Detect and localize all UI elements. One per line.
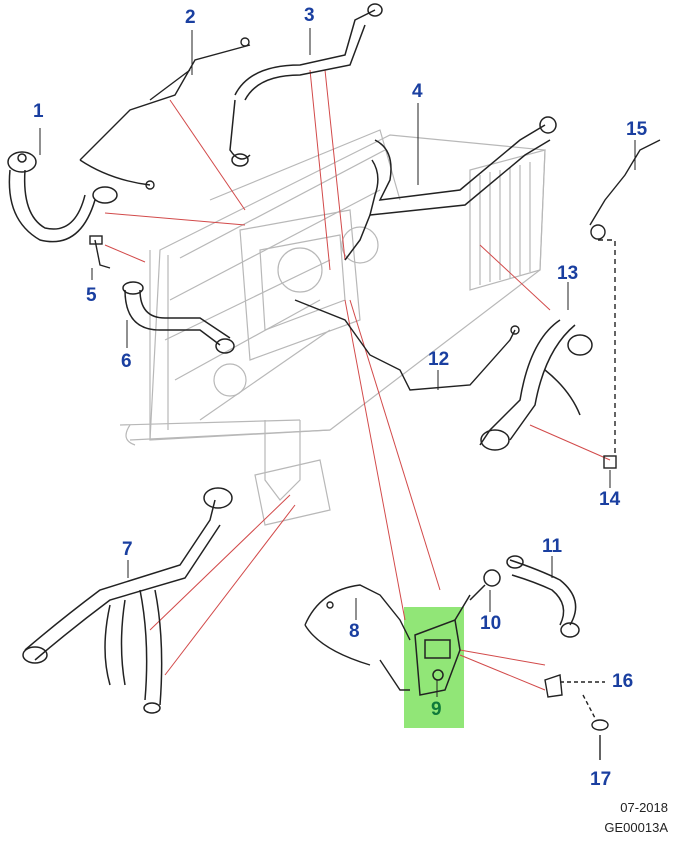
part-9-valve-housing: [414, 594, 471, 696]
part-4-hose: [344, 116, 557, 261]
part-12-tube: [294, 299, 520, 391]
part-5-fitting: [89, 235, 111, 269]
part-8-tube: [304, 584, 411, 691]
footer-code: GE00013A: [604, 820, 668, 835]
part-2-tube: [79, 37, 251, 190]
callout-16: 16: [612, 671, 634, 692]
part-16-bracket: [544, 674, 605, 698]
part-11-hose: [506, 555, 580, 638]
part-15-tube: [589, 139, 661, 455]
engine-assembly-ghost: [119, 129, 546, 526]
callout-8: 8: [349, 621, 360, 642]
callout-17: 17: [590, 769, 612, 790]
part-1-hose: [7, 151, 118, 243]
leader-lines: [104, 69, 611, 691]
callout-10: 10: [480, 613, 502, 634]
callout-5: 5: [86, 285, 97, 306]
part-13-hose: [479, 319, 593, 451]
callout-ticks: [39, 28, 636, 697]
part-6-hose: [122, 281, 235, 354]
part-10-valve: [469, 569, 501, 601]
callout-11: 11: [542, 536, 563, 557]
callout-15: 15: [626, 119, 648, 140]
callout-12: 12: [428, 349, 450, 370]
callout-13: 13: [557, 263, 579, 284]
callout-3: 3: [304, 5, 315, 26]
callout-6: 6: [121, 351, 132, 372]
callout-7: 7: [122, 539, 133, 560]
footer-date: 07-2018: [620, 800, 668, 815]
part-14-clip: [603, 455, 617, 469]
callout-2: 2: [185, 7, 196, 28]
part-3-hose: [229, 3, 383, 167]
callout-4: 4: [412, 81, 423, 102]
callout-9: 9: [431, 699, 442, 720]
part-17-bolt: [582, 694, 609, 760]
part-7-hose-assembly: [22, 487, 233, 714]
callout-1: 1: [33, 101, 44, 122]
callout-14: 14: [599, 489, 621, 510]
